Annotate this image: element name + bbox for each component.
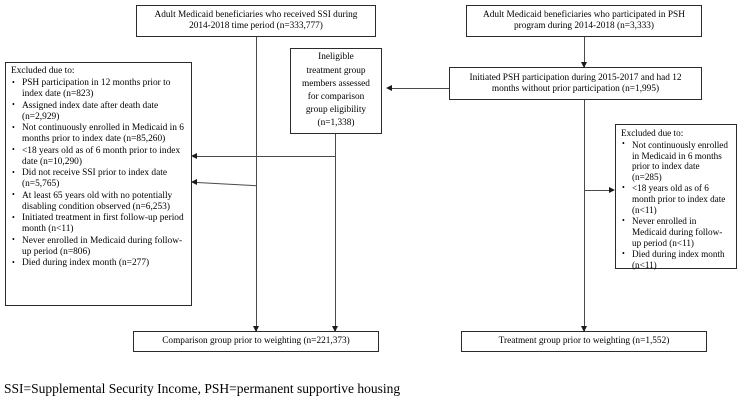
box-ineligible-line6: (n=1,338) xyxy=(317,118,355,129)
arrowhead-initiated-to-excluded-treatment xyxy=(609,186,615,193)
excluded-comparison-title: Excluded due to: xyxy=(11,66,75,76)
box-initiated-psh-text: Initiated PSH participation during 2015-… xyxy=(465,70,687,98)
box-source-psh-line2: program during 2014-2018 (n=3,333) xyxy=(513,21,655,31)
list-item: <18 years old as of 6 month prior to ind… xyxy=(621,183,731,215)
box-initiated-psh-participation: Initiated PSH participation during 2015-… xyxy=(449,67,702,100)
arrowhead-initiated-to-ineligible xyxy=(386,84,392,91)
arrowhead-ineligible-to-excluded-comparison xyxy=(191,152,197,159)
list-item: At least 65 years old with no potentiall… xyxy=(11,190,186,213)
box-source-ssi-line1: Adult Medicaid beneficiaries who receive… xyxy=(154,10,358,21)
box-ineligible-line5: group eligibility xyxy=(305,105,367,116)
excluded-treatment-list: Not continuously enrolled in Medicaid in… xyxy=(621,139,731,271)
list-item: PSH participation in 12 months prior to … xyxy=(11,78,186,100)
list-item: Not continuously enrolled in Medicaid in… xyxy=(621,139,731,183)
box-ineligible-line2: treatment group xyxy=(306,65,366,76)
box-excluded-treatment-group: Excluded due to: Not continuously enroll… xyxy=(615,124,737,270)
list-item: Did not receive SSI prior to index date … xyxy=(11,168,186,190)
connector-initiated-to-treatment xyxy=(584,97,585,331)
box-source-psh-line1: Adult Medicaid beneficiaries who partici… xyxy=(483,10,685,21)
connector-ssi-to-comparison xyxy=(256,37,257,331)
connector-initiated-to-ineligible xyxy=(390,88,488,89)
box-treatment-final-text: Treatment group prior to weighting (n=1,… xyxy=(494,333,675,350)
arrowhead-psh-to-initiated xyxy=(580,62,587,68)
box-source-ssi-cohort: Adult Medicaid beneficiaries who receive… xyxy=(136,5,376,37)
connector-ssi-to-excluded-comparison xyxy=(196,182,257,187)
connector-initiated-to-excluded-treatment xyxy=(584,190,611,191)
box-initiated-psh-line2: months without prior participation (n=1,… xyxy=(491,83,660,94)
box-source-psh-text: Adult Medicaid beneficiaries who partici… xyxy=(478,7,690,35)
box-source-psh-cohort: Adult Medicaid beneficiaries who partici… xyxy=(466,5,702,37)
figure-footnote: SSI=Supplemental Security Income, PSH=pe… xyxy=(4,381,401,396)
box-excluded-treatment-text: Excluded due to: Not continuously enroll… xyxy=(616,125,736,274)
box-initiated-psh-line1: Initiated PSH participation during 2015-… xyxy=(469,72,682,83)
list-item: Never enrolled in Medicaid during follow… xyxy=(621,216,731,248)
excluded-treatment-title: Excluded due to: xyxy=(621,128,684,138)
arrowhead-ssi-to-excluded-comparison xyxy=(191,178,197,185)
arrowhead-ineligible-to-comparison xyxy=(331,326,338,332)
list-item: <18 years old as of 6 month prior to ind… xyxy=(11,145,186,168)
box-comparison-final-line1: Comparison group prior to weighting (n=2… xyxy=(162,336,350,347)
list-item: Never enrolled in Medicaid during follow… xyxy=(11,235,186,258)
box-source-ssi-line2: 2014-2018 time period (n=333,777) xyxy=(189,21,323,31)
arrowhead-ssi-to-comparison xyxy=(252,326,259,332)
box-ineligible-line3: members assessed xyxy=(302,78,370,89)
list-item: Died during index month (n<11) xyxy=(621,249,731,271)
box-excluded-comparison-text: Excluded due to: PSH participation in 12… xyxy=(6,63,191,273)
box-treatment-final-line1: Treatment group prior to weighting (n=1,… xyxy=(498,336,670,347)
box-source-ssi-text: Adult Medicaid beneficiaries who receive… xyxy=(150,7,363,35)
list-item: Died during index month (n=277) xyxy=(11,258,186,269)
box-ineligible-line1: Ineligible xyxy=(318,52,354,63)
list-item: Initiated treatment in first follow-up p… xyxy=(11,213,186,235)
box-comparison-group-final: Comparison group prior to weighting (n=2… xyxy=(133,331,379,352)
connector-ineligible-to-excluded-comparison xyxy=(196,156,336,157)
arrowhead-initiated-to-treatment xyxy=(580,326,587,332)
list-item: Not continuously enrolled in Medicaid in… xyxy=(11,123,186,145)
connector-psh-to-initiated xyxy=(584,37,585,67)
box-ineligible-treatment-group: Ineligible treatment group members asses… xyxy=(290,48,382,134)
excluded-comparison-list: PSH participation in 12 months prior to … xyxy=(11,78,186,269)
box-comparison-final-text: Comparison group prior to weighting (n=2… xyxy=(157,333,355,350)
box-ineligible-line4: for comparison xyxy=(307,92,365,102)
box-excluded-comparison-group: Excluded due to: PSH participation in 12… xyxy=(5,62,192,306)
box-ineligible-text: Ineligible treatment group members asses… xyxy=(297,48,375,133)
connector-ineligible-to-comparison xyxy=(335,134,336,331)
list-item: Assigned index date after death date (n=… xyxy=(11,100,186,123)
box-treatment-group-final: Treatment group prior to weighting (n=1,… xyxy=(461,331,707,352)
